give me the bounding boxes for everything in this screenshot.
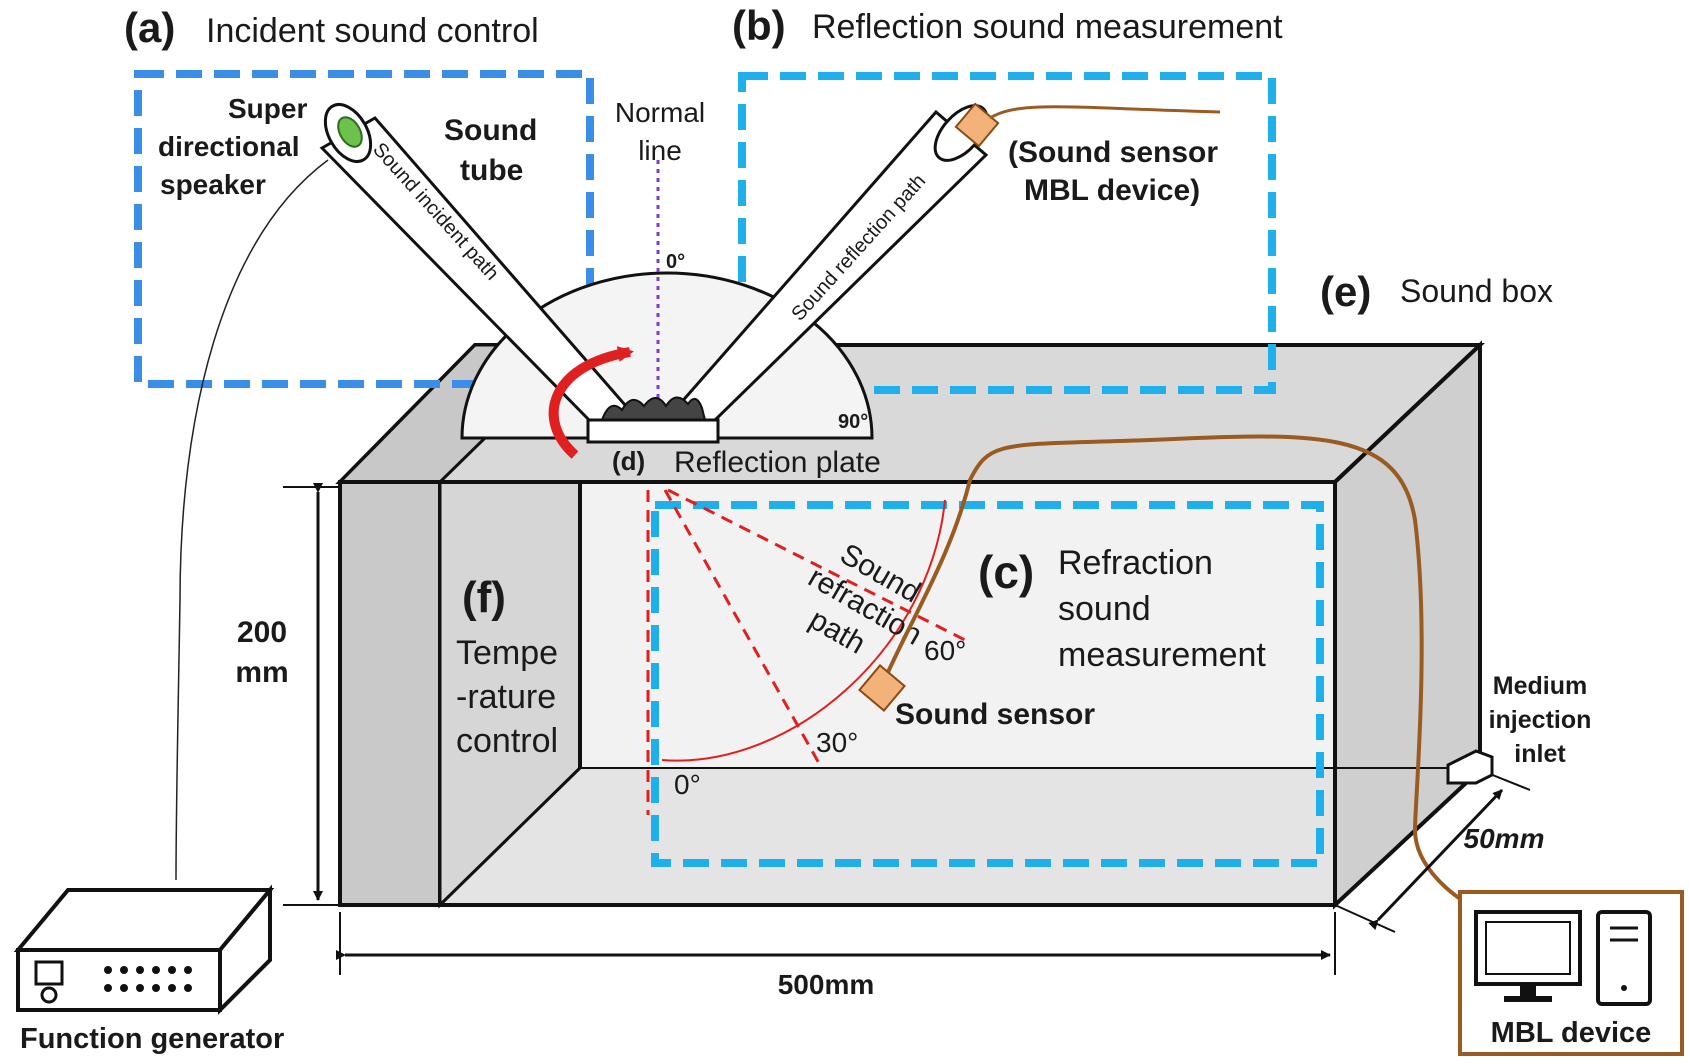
speaker-label-1: Super xyxy=(228,93,307,124)
panel-c-line-2: sound xyxy=(1058,590,1151,628)
function-generator: Function generator xyxy=(13,884,284,1055)
inner-floor xyxy=(440,768,1335,905)
panel-f-tag: (f) xyxy=(462,573,506,622)
tube-label-1: Sound xyxy=(444,114,537,147)
inlet-label-2: injection xyxy=(1489,706,1592,734)
reflection-path-label: Sound reflection path xyxy=(787,170,930,325)
inlet-nozzle-icon xyxy=(1446,749,1494,785)
dim-height-value: 200 xyxy=(237,616,287,649)
medium-inlet: Medium injection inlet xyxy=(1446,672,1592,785)
normal-line-label-2: line xyxy=(638,135,682,166)
panel-d-title: Reflection plate xyxy=(674,446,881,479)
angle-ref-0: 0° xyxy=(674,769,701,800)
speaker-label-2: directional xyxy=(158,131,300,162)
rotation-arrow-icon xyxy=(548,346,634,459)
angle-ref-30: 30° xyxy=(816,727,858,758)
panel-c: (c) Refraction sound measurement xyxy=(651,501,1324,867)
panel-a-title: Incident sound control xyxy=(206,12,539,50)
panel-e: (e) Sound box xyxy=(1320,268,1553,315)
panel-b: (b) Reflection sound measurement xyxy=(732,2,1283,394)
sensor-top-label-2: MBL device) xyxy=(1024,174,1200,207)
computer-icon xyxy=(1474,910,1652,1006)
panel-b-tag: (b) xyxy=(732,2,786,49)
panel-a-tag: (a) xyxy=(124,4,175,51)
sound-box xyxy=(335,340,1486,910)
dim-depth: 50mm xyxy=(1464,823,1545,854)
dimensions: 200 mm 500mm 50mm xyxy=(235,483,1545,1000)
panel-f: (f) Tempe -rature control xyxy=(456,573,558,760)
panel-e-tag: (e) xyxy=(1320,268,1371,315)
sensor-icon xyxy=(858,664,906,712)
sound-sensor-label: Sound sensor xyxy=(895,698,1095,731)
panel-f-line-2: -rature xyxy=(456,678,556,716)
tube-label-2: tube xyxy=(460,154,523,187)
angle-top-90: 90° xyxy=(838,411,868,433)
function-generator-label: Function generator xyxy=(20,1023,284,1055)
panel-f-line-1: Tempe xyxy=(456,634,558,672)
panel-c-frame xyxy=(651,501,1324,867)
panel-e-title: Sound box xyxy=(1400,273,1553,309)
sensor-top-label-1: (Sound sensor xyxy=(1008,136,1218,169)
angle-top-0: 0° xyxy=(666,251,685,273)
panel-c-tag: (c) xyxy=(978,546,1034,598)
panel-b-title: Reflection sound measurement xyxy=(812,8,1283,46)
panel-d-tag: (d) xyxy=(612,446,645,476)
speaker-label-3: speaker xyxy=(160,169,266,200)
mbl-device-label: MBL device xyxy=(1491,1017,1652,1049)
panel-a-frame xyxy=(134,70,594,388)
inlet-label-3: inlet xyxy=(1514,740,1566,768)
panel-c-line-1: Refraction xyxy=(1058,544,1213,582)
panel-c-line-3: measurement xyxy=(1058,636,1266,674)
function-generator-icon xyxy=(13,884,275,1015)
reflection-plate: (d) Reflection plate xyxy=(548,346,881,479)
tube-labels: Super directional speaker Sound tube (So… xyxy=(158,93,1218,207)
angle-ref-60: 60° xyxy=(924,635,966,666)
mbl-device: MBL device xyxy=(1458,890,1684,1056)
sensor-icon xyxy=(954,102,1000,148)
dim-width: 500mm xyxy=(778,969,875,1000)
speaker-cable xyxy=(175,159,329,881)
panel-f-line-3: control xyxy=(456,722,558,760)
dim-height-unit: mm xyxy=(235,656,288,689)
panel-a: (a) Incident sound control xyxy=(124,4,594,388)
inlet-label-1: Medium xyxy=(1493,672,1587,700)
normal-line-label-1: Normal xyxy=(615,97,705,128)
panel-b-frame xyxy=(738,72,1276,394)
temperature-block-front xyxy=(338,480,442,907)
